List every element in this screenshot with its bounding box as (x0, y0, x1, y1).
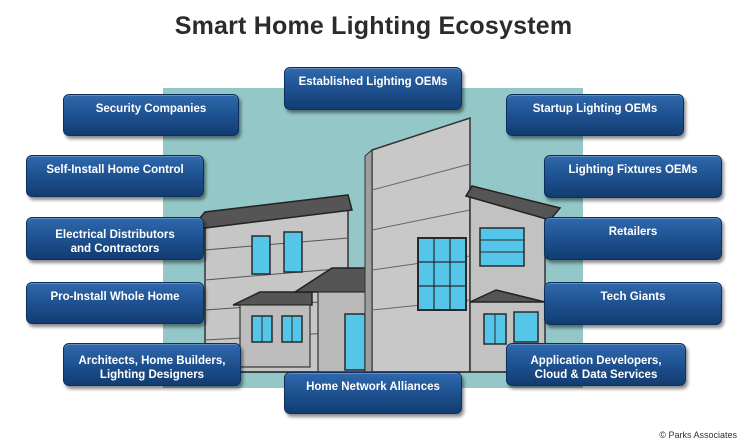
window (251, 235, 271, 275)
label-self-install-home-control: Self-Install Home Control (26, 155, 204, 197)
label-established-lighting-oems: Established Lighting OEMs (284, 67, 462, 110)
diagram-title: Smart Home Lighting Ecosystem (174, 12, 573, 40)
tower-side (364, 148, 373, 373)
right-wing-roof (464, 185, 562, 221)
window (479, 227, 525, 267)
entry-door (344, 313, 366, 371)
label-retailers: Retailers (544, 217, 722, 260)
window (417, 237, 467, 311)
window (513, 311, 539, 343)
label-lighting-fixtures-oems: Lighting Fixtures OEMs (544, 155, 722, 198)
label-security-companies: Security Companies (63, 94, 239, 136)
porch-roof-right (469, 289, 546, 303)
label-pro-install-whole-home: Pro-Install Whole Home (26, 282, 204, 324)
label-electrical-distributors: Electrical Distributors and Contractors (26, 217, 204, 260)
label-application-developers: Application Developers, Cloud & Data Ser… (506, 343, 686, 386)
copyright-footer: © Parks Associates (659, 430, 737, 440)
label-tech-giants: Tech Giants (544, 282, 722, 325)
label-home-network-alliances: Home Network Alliances (284, 372, 462, 414)
window (283, 231, 303, 273)
label-architects-home-builders: Architects, Home Builders, Lighting Desi… (63, 343, 241, 386)
label-startup-lighting-oems: Startup Lighting OEMs (506, 94, 684, 136)
